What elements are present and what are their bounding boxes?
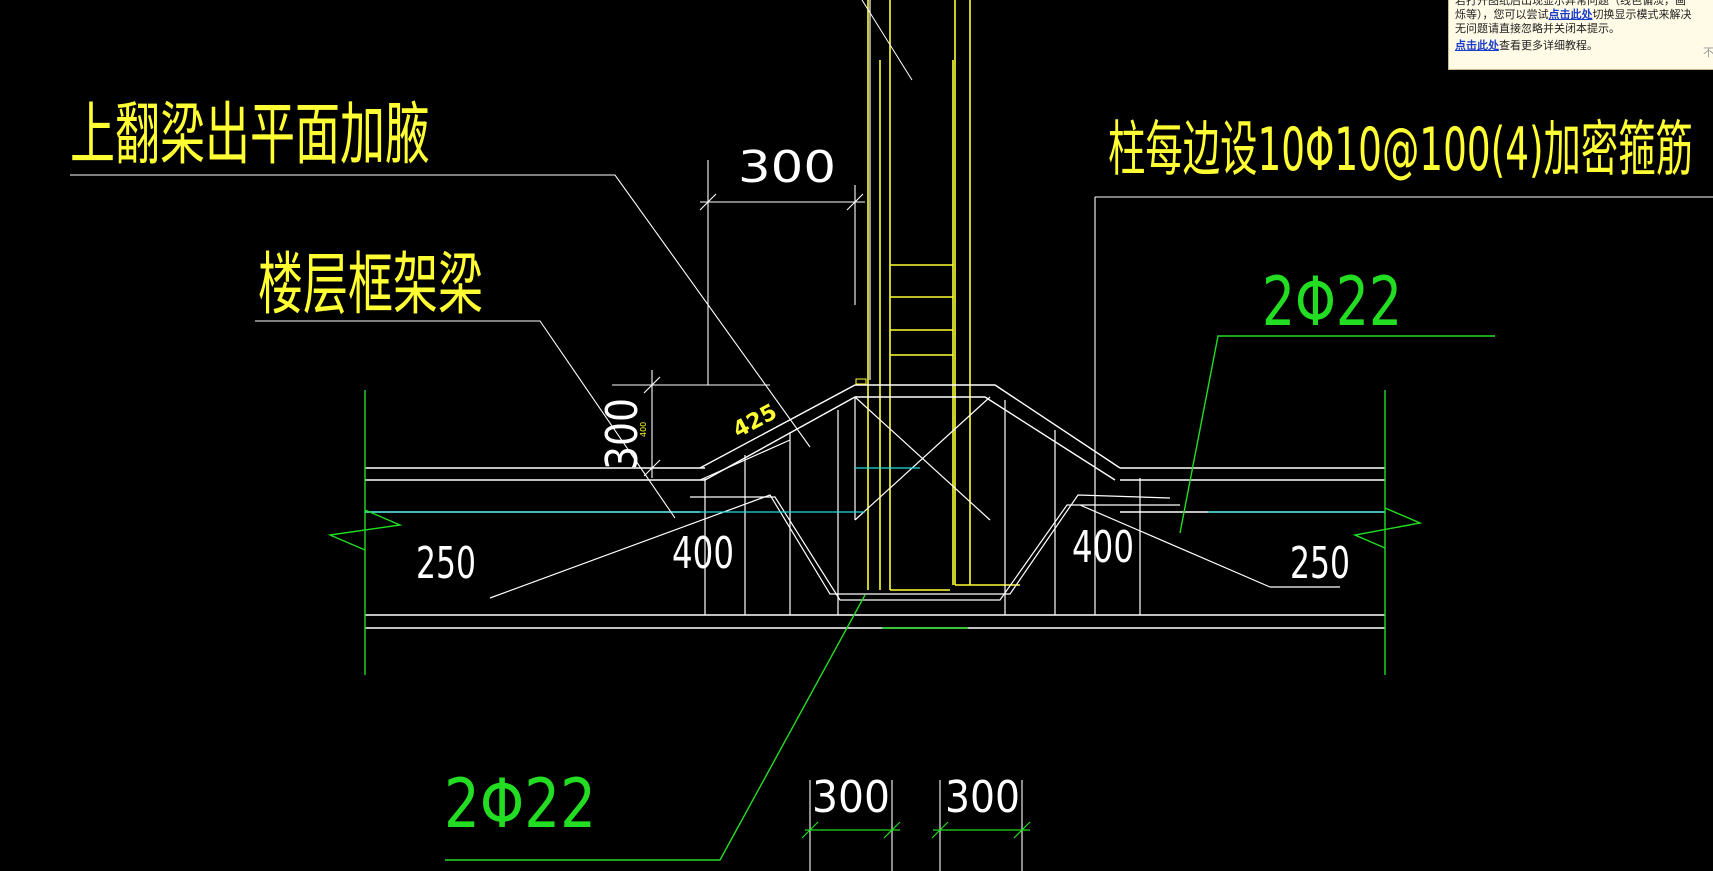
dim-right-250: 250 [1290,538,1350,589]
center-lines [365,467,1385,513]
dim-left-400: 400 [672,528,734,579]
label-haunch: 上翻梁出平面加腋 [70,96,430,175]
notice-line-4: 点击此处查看更多详细教程。 [1455,39,1712,53]
dim-right-400: 400 [1072,522,1134,573]
dim-left-300: 300 [597,398,648,470]
label-rebar-bottom: 2Φ22 [444,765,596,844]
dimension-lines [612,160,1023,871]
tutorial-link[interactable]: 点击此处 [1455,39,1499,52]
dim-top-300: 300 [738,142,836,193]
bottom-dimension-ticks [801,821,1031,839]
notice-line-2-tail: 切换显示模式来解决 [1592,8,1692,21]
notice-line-1: 若打开图纸后出现显示异常问题（线色偏淡，画 [1455,0,1686,7]
beam-stirrups [704,400,1141,615]
column-outline [867,0,1020,591]
column-break-line [861,0,913,81]
label-rebar-top: 2Φ22 [1262,263,1402,342]
dim-left-250: 250 [416,538,476,589]
notice-line-4-text: 查看更多详细教程。 [1499,39,1598,52]
notice-line-2: 烁等），您可以尝试点击此处切换显示模式来解决 [1455,8,1712,22]
label-leaders [70,174,1713,519]
green-break-lines [327,390,1423,675]
dim-bottom-300-a: 300 [812,772,890,823]
notice-line-2-text: 烁等），您可以尝试 [1455,8,1549,21]
switch-mode-link[interactable]: 点击此处 [1548,8,1593,21]
column-marker [855,378,867,385]
dim-bottom-300-b: 300 [945,772,1020,823]
rebar-leaders [445,335,1495,861]
label-column-stirrup: 柱每边设10Φ10@100(4)加密箍筋 [1108,115,1693,185]
display-mode-notice: 若打开图纸后出现显示异常问题（线色偏淡，画 烁等），您可以尝试点击此处切换显示模… [1448,0,1713,70]
column-stirrups [890,264,953,356]
notice-close-button[interactable]: 不 [1703,46,1713,59]
dim-left-small: 400 [639,422,648,437]
label-frame-beam: 楼层框架梁 [258,246,483,325]
notice-line-3: 无问题请直接忽略并关闭本提示。 [1455,22,1620,35]
